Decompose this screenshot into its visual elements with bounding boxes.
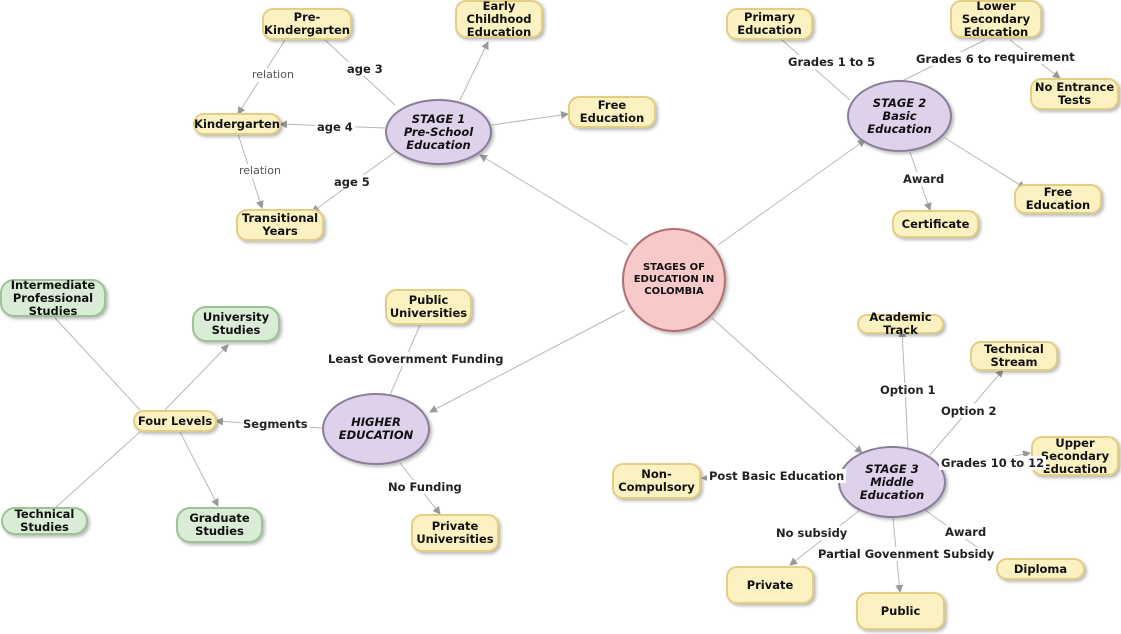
link-center-stage3 — [711, 317, 863, 454]
label-grades-10-12: Grades 10 to 12 — [939, 456, 1047, 470]
early-childhood-node[interactable]: Early Childhood Education — [455, 0, 543, 38]
four-levels-node[interactable]: Four Levels — [133, 410, 217, 432]
technical-studies-node[interactable]: Technical Studies — [1, 507, 88, 535]
center-node[interactable]: STAGES OF EDUCATION IN COLOMBIA — [622, 228, 726, 332]
academic-track-node[interactable]: Academic Track — [857, 311, 944, 337]
label-least-funding: Least Government Funding — [326, 352, 506, 366]
intermediate-professional-node[interactable]: Intermediate Professional Studies — [0, 278, 106, 317]
link-four-graduate — [179, 431, 219, 507]
no-entrance-tests-node[interactable]: No Entrance Tests — [1030, 78, 1119, 110]
label-grades-6-9: Grades 6 to 9 — [914, 52, 1006, 66]
label-age4: age 4 — [315, 120, 355, 134]
technical-stream-node[interactable]: Technical Stream — [970, 341, 1058, 371]
stage2-node[interactable]: STAGE 2 Basic Education — [847, 80, 952, 152]
private-node[interactable]: Private — [726, 566, 814, 604]
label-no-funding: No Funding — [386, 480, 464, 494]
label-age5: age 5 — [332, 175, 372, 189]
label-post-basic: Post Basic Education — [707, 469, 847, 483]
label-relation-2: relation — [237, 164, 283, 178]
public-universities-node[interactable]: Public Universities — [385, 289, 472, 325]
link-center-stage2 — [717, 139, 866, 246]
label-option-1: Option 1 — [878, 383, 938, 397]
link-stage2-primary — [781, 39, 851, 101]
free-education-1-node[interactable]: Free Education — [568, 96, 656, 128]
diploma-node[interactable]: Diploma — [996, 558, 1085, 580]
non-compulsory-node[interactable]: Non- Compulsory — [612, 463, 701, 499]
link-center-stage1 — [479, 154, 629, 246]
label-award-2: Award — [943, 525, 989, 539]
kindergarten-node[interactable]: Kindergarten — [193, 113, 281, 135]
graduate-studies-node[interactable]: Graduate Studies — [176, 507, 263, 543]
label-partial-subsidy: Partial Govenment Subsidy — [816, 547, 997, 561]
certificate-node[interactable]: Certificate — [892, 210, 979, 238]
university-studies-node[interactable]: University Studies — [192, 306, 280, 342]
transitional-years-node[interactable]: Transitional Years — [236, 209, 324, 241]
link-four-university — [164, 344, 229, 411]
stage3-node[interactable]: STAGE 3 Middle Education — [838, 446, 946, 518]
link-stage1-early — [459, 41, 489, 101]
link-four-technical — [54, 431, 141, 509]
primary-education-node[interactable]: Primary Education — [726, 8, 813, 40]
link-center-higher — [429, 309, 626, 413]
label-relation-1: relation — [250, 68, 296, 82]
lower-secondary-node[interactable]: Lower Secondary Education — [950, 0, 1042, 38]
stage1-node[interactable]: STAGE 1 Pre-School Education — [385, 99, 492, 165]
label-requirement: requirement — [992, 50, 1077, 64]
link-stage2-free — [944, 137, 1026, 189]
label-award-1: Award — [901, 172, 947, 186]
pre-kindergarten-node[interactable]: Pre- Kindergarten — [262, 8, 352, 40]
public-node[interactable]: Public — [856, 592, 945, 630]
link-stage1-free — [491, 111, 569, 126]
free-education-2-node[interactable]: Free Education — [1014, 184, 1102, 214]
label-segments: Segments — [241, 417, 310, 431]
label-age3: age 3 — [345, 62, 385, 76]
higher-education-node[interactable]: HIGHER EDUCATION — [322, 393, 430, 465]
private-universities-node[interactable]: Private Universities — [411, 514, 499, 552]
label-grades-1-5: Grades 1 to 5 — [786, 55, 878, 69]
link-four-intermediate — [54, 317, 141, 411]
label-no-subsidy: No subsidy — [774, 526, 850, 540]
label-option-2: Option 2 — [939, 404, 999, 418]
